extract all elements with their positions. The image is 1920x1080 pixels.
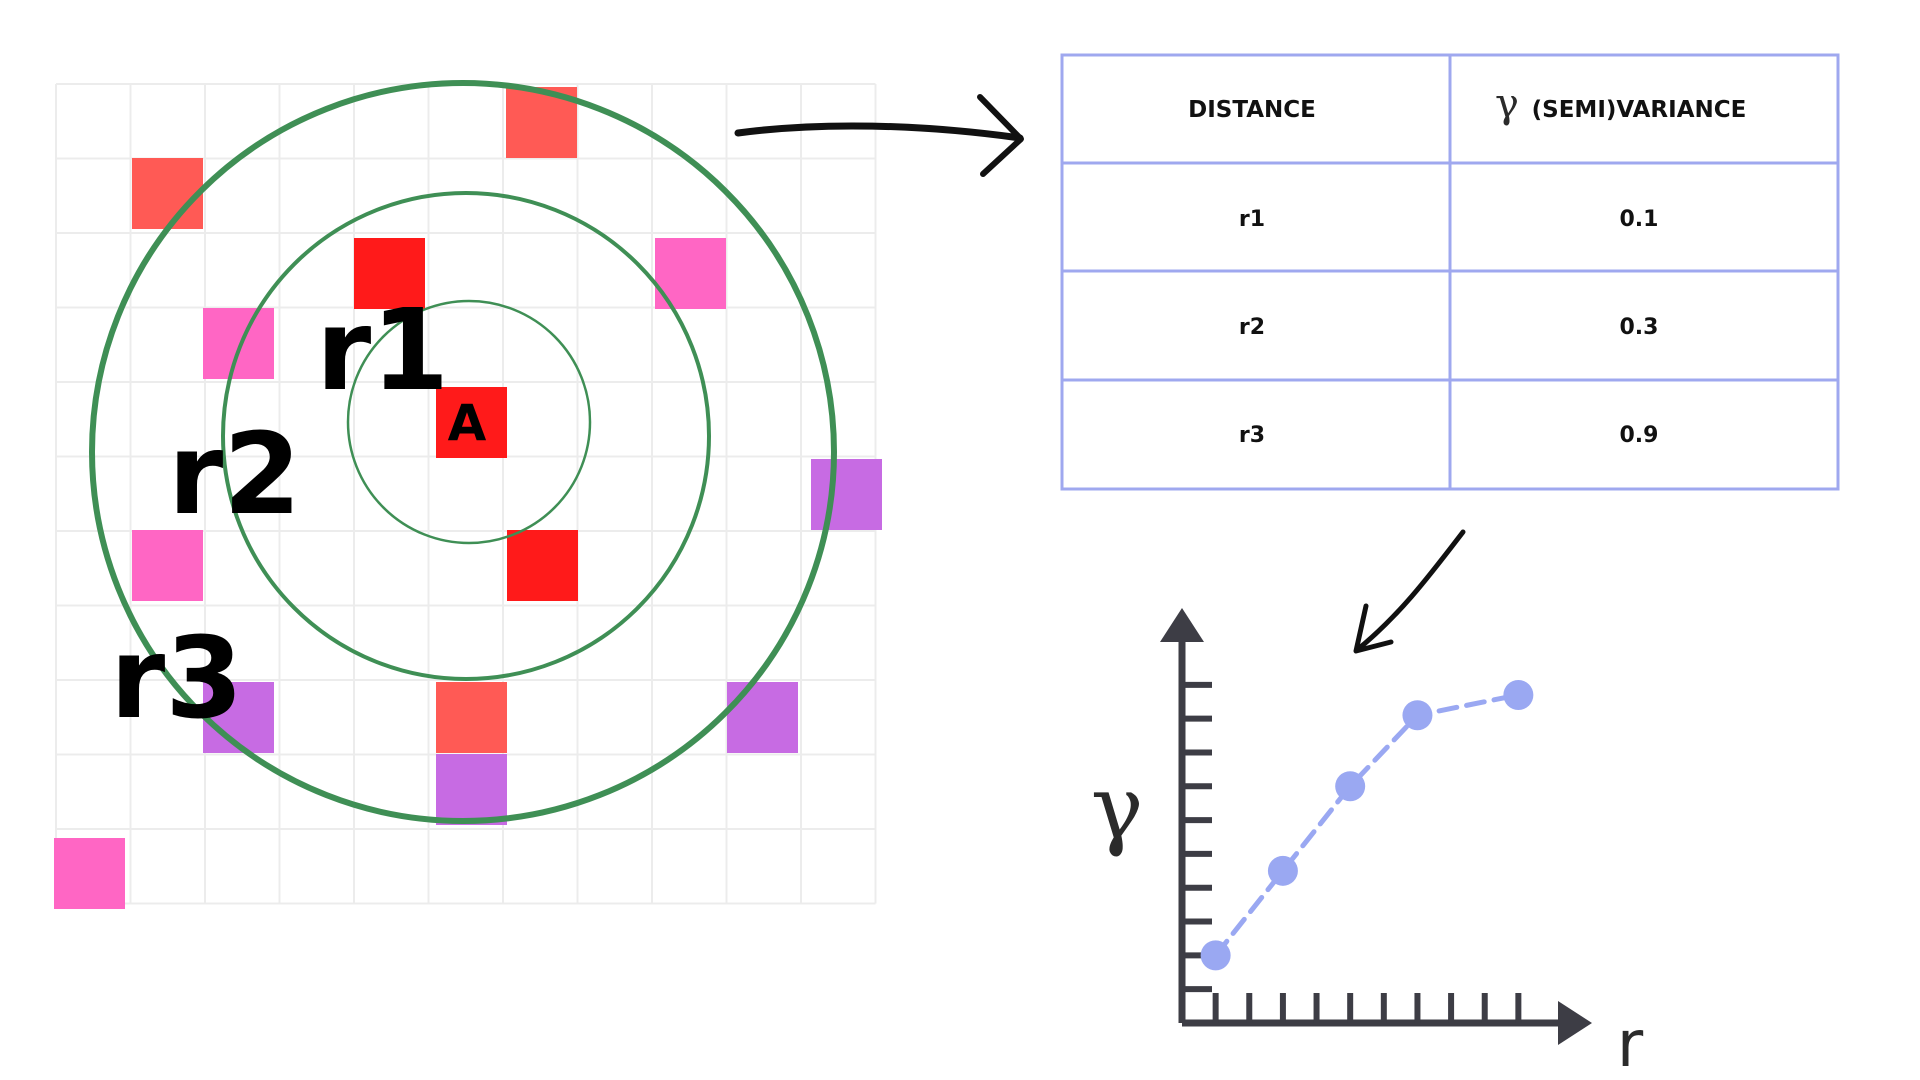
table-header-gamma-symbol: γ: [1495, 81, 1519, 127]
table-borders: [1060, 53, 1840, 491]
distance-rings: [89, 80, 837, 824]
sample-cell-red: [507, 530, 578, 601]
table-header-variance: (SEMI)VARIANCE: [1532, 97, 1747, 123]
sample-cell-purple: [436, 754, 507, 825]
ring-label-r3: r3: [110, 614, 243, 744]
variogram-curve: [1200, 679, 1534, 971]
sample-cell-pink: [54, 838, 125, 909]
ring-label-r1: r1: [316, 286, 449, 416]
variogram-y-axis-label: γ: [1091, 756, 1144, 859]
table-cell-value-r3: 0.9: [1620, 423, 1659, 448]
semivariance-table: DISTANCE γ (SEMI)VARIANCE r1 0.1 r2 0.3 …: [1060, 53, 1840, 491]
sample-cell-salmon: [436, 682, 507, 753]
variogram-series-line: [1213, 692, 1521, 958]
arrow-to-table: [734, 94, 1024, 177]
variogram-point: [1267, 855, 1298, 886]
table-cell-value-r2: 0.3: [1620, 315, 1659, 340]
variogram-point: [1335, 771, 1366, 802]
table-cell-value-r1: 0.1: [1620, 207, 1659, 232]
ring-r2: [221, 191, 711, 681]
variogram-point: [1503, 679, 1534, 710]
sample-cell-pink: [203, 308, 274, 379]
center-point-label: A: [448, 394, 487, 452]
variogram-point: [1200, 940, 1231, 971]
arrow-to-variogram: [1353, 529, 1466, 654]
table-header-distance: DISTANCE: [1188, 97, 1316, 123]
table-cell-distance-r3: r3: [1239, 423, 1265, 448]
sample-cell-red: [436, 387, 507, 458]
sample-cells: [54, 87, 882, 909]
sample-cell-pink: [132, 530, 203, 601]
variogram-x-axis-label: r: [1617, 1008, 1644, 1080]
ring-label-r2: r2: [168, 410, 301, 540]
sample-cell-salmon: [132, 158, 203, 229]
sample-cell-purple: [811, 459, 882, 530]
ring-r1: [346, 299, 592, 545]
x-axis-arrowhead: [1558, 1001, 1592, 1045]
variogram-point: [1402, 700, 1433, 731]
sample-cell-purple: [727, 682, 798, 753]
y-axis-arrowhead: [1160, 608, 1204, 642]
ring-r3: [89, 80, 837, 824]
sample-cell-red: [354, 238, 425, 309]
variogram-plot: γ r: [1091, 608, 1644, 1080]
sample-cell-purple: [203, 682, 274, 753]
table-cell-distance-r1: r1: [1239, 207, 1265, 232]
variogram-axes: [1160, 608, 1592, 1045]
table-cell-distance-r2: r2: [1239, 315, 1265, 340]
